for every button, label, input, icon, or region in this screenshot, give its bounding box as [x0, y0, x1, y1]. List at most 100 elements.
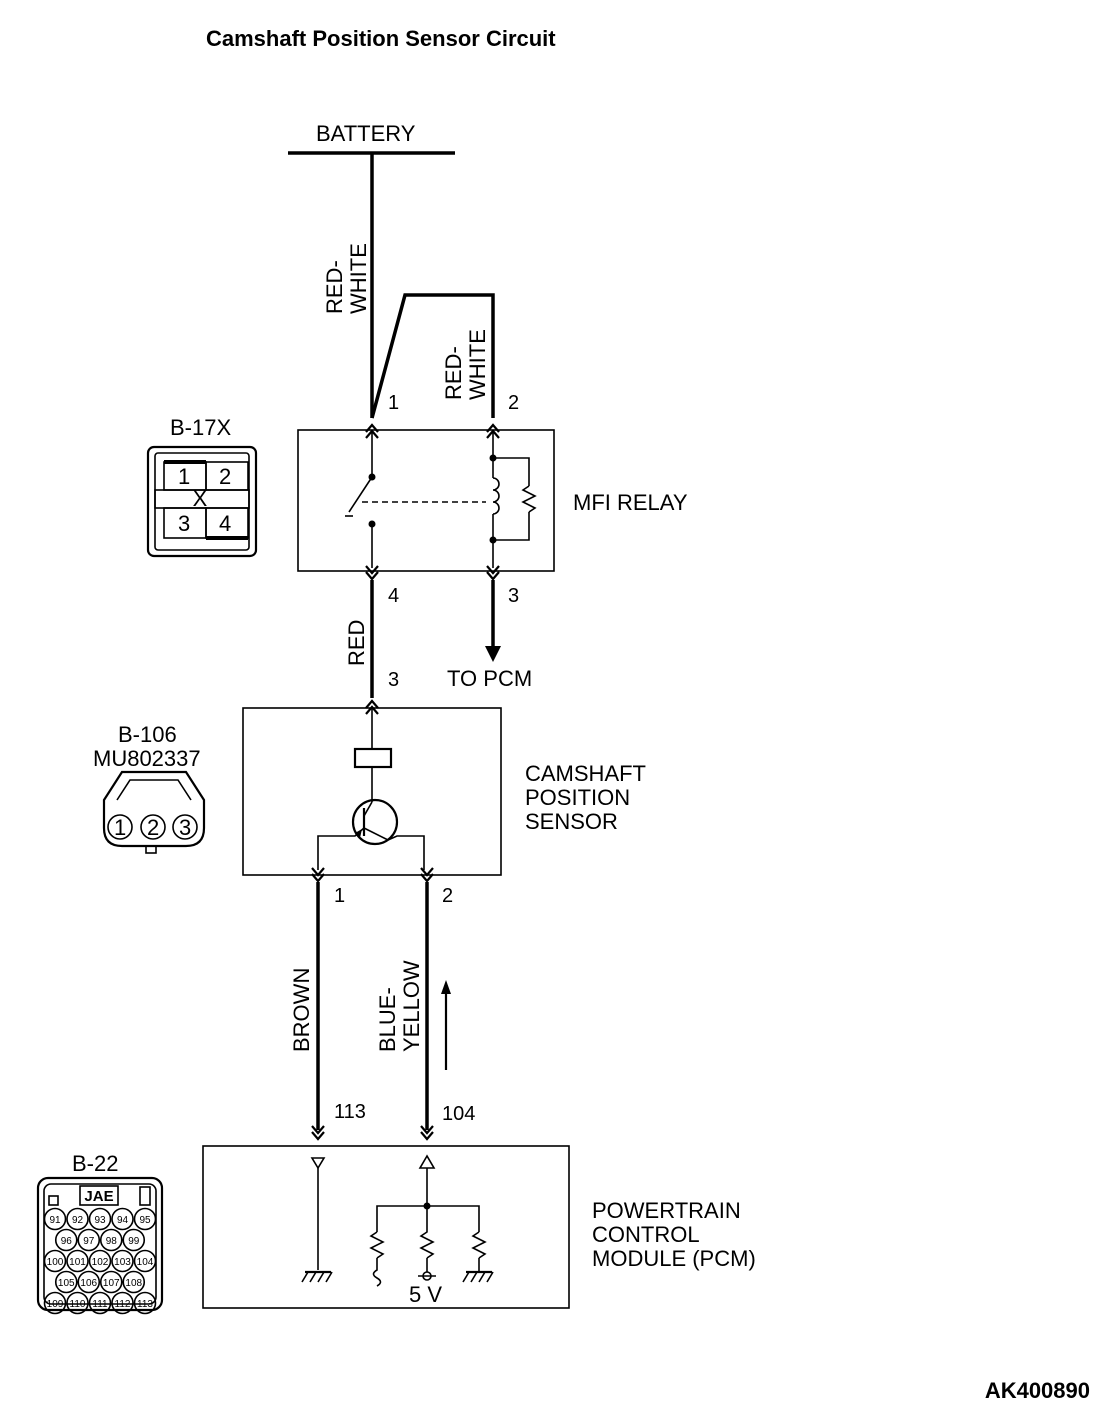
pcm-connector-pin-label: 112: [115, 1299, 131, 1310]
pcm-connector-pin-label: 96: [61, 1236, 73, 1247]
sensor-transistor: [351, 798, 399, 846]
svg-text:SENSOR: SENSOR: [525, 809, 618, 834]
relay-resistor: [521, 485, 537, 513]
pcm-box: [202, 1145, 570, 1309]
pcm-connector-pin: [111, 1291, 134, 1315]
pcm-pin-113: 113: [334, 1101, 366, 1123]
pcm-connector-pin-label: 104: [137, 1257, 154, 1268]
pcm-connector-pin: [54, 1270, 78, 1294]
pcm-connector-pin-label: 100: [47, 1257, 64, 1268]
relay-pin-1: 1: [388, 392, 399, 414]
wire-label-red: RED: [344, 620, 369, 666]
pcm-connector-pin: [133, 1291, 157, 1315]
pcm-connector-pin: [99, 1228, 123, 1252]
sensor-pin-1: 1: [334, 885, 345, 907]
pcm-connector-pin-label: 113: [137, 1299, 153, 1310]
pcm-connector-pin: [43, 1291, 67, 1315]
sensor-element: [353, 747, 393, 769]
mfi-relay-label: MFI RELAY: [573, 490, 688, 515]
pcm-connector-pin-label: 110: [70, 1299, 86, 1310]
pcm-connector-pin-label: 105: [58, 1278, 75, 1289]
svg-text:YELLOW: YELLOW: [399, 960, 424, 1052]
battery-label: BATTERY: [316, 121, 416, 146]
relay-pin-4: 4: [388, 585, 399, 607]
pcm-connector-pin: [122, 1228, 146, 1252]
diagram-code: AK400890: [985, 1378, 1090, 1403]
svg-text:POSITION: POSITION: [525, 785, 630, 810]
pcm-connector-pin-label: 99: [128, 1236, 140, 1247]
wire-label-blue-yellow: BLUE- YELLOW: [375, 960, 424, 1052]
pcm-input-104: [418, 1154, 436, 1169]
relay-connector-id: B-17X: [170, 415, 231, 440]
pcm-connector-pin: [133, 1207, 157, 1231]
to-pcm-label: TO PCM: [447, 666, 532, 691]
svg-text:1: 1: [114, 815, 126, 840]
pcm-connector-pin-label: 97: [83, 1236, 95, 1247]
pcm-connector-pin: [54, 1228, 78, 1252]
pcm-connector-pin-label: 106: [80, 1278, 97, 1289]
wire-label-red-white-2: RED- WHITE: [441, 329, 490, 400]
sensor-connector-icon: 1 2 3: [102, 770, 206, 854]
pcm-connector-pin: [133, 1249, 157, 1273]
svg-text:3: 3: [179, 815, 191, 840]
sensor-pin-3: 3: [388, 669, 399, 691]
to-pcm-arrow: [485, 646, 501, 662]
pcm-connector-pin: [111, 1249, 134, 1273]
relay-pin-2: 2: [508, 392, 519, 414]
pcm-connector-pin: [77, 1270, 101, 1294]
svg-text:POWERTRAIN: POWERTRAIN: [592, 1198, 741, 1223]
pcm-pin-104: 104: [442, 1103, 475, 1125]
relay-switch-arm: [348, 476, 373, 513]
pcm-connector-pin-label: 95: [139, 1215, 151, 1226]
svg-text:CONTROL: CONTROL: [592, 1222, 700, 1247]
wire-branch-relay-coil: [370, 293, 495, 419]
svg-text:2: 2: [147, 815, 159, 840]
pcm-connector-pin-label: 98: [106, 1236, 118, 1247]
pcm-connector-pin-label: 108: [125, 1278, 142, 1289]
svg-text:4: 4: [219, 511, 231, 536]
sensor-part-number: MU802337: [93, 746, 201, 771]
sensor-terminal-2: [419, 866, 435, 883]
pcm-signal-output: [372, 1258, 382, 1287]
pcm-connector-pin-label: 109: [47, 1299, 64, 1310]
svg-text:2: 2: [219, 464, 231, 489]
pcm-connector-pin-label: 93: [94, 1215, 106, 1226]
svg-text:RED-: RED-: [322, 260, 347, 314]
pcm-connector-pin: [77, 1228, 101, 1252]
pcm-resistor-left: [369, 1231, 385, 1259]
relay-coil: [492, 477, 500, 515]
pcm-voltage: 5 V: [409, 1282, 442, 1307]
ground-icon: [462, 1270, 494, 1283]
svg-text:JAE: JAE: [84, 1188, 113, 1205]
svg-text:BLUE-: BLUE-: [375, 987, 400, 1052]
pcm-resistor-right: [471, 1231, 487, 1259]
pcm-connector-pin: [66, 1291, 89, 1315]
pcm-connector-pin: [99, 1270, 123, 1294]
pcm-connector-pin-label: 91: [49, 1215, 61, 1226]
pcm-connector-pin: [111, 1207, 134, 1231]
pcm-connector-pin: [88, 1207, 112, 1231]
pcm-connector-pin: [66, 1207, 89, 1231]
sensor-label: CAMSHAFT POSITION SENSOR: [525, 761, 646, 834]
svg-text:CAMSHAFT: CAMSHAFT: [525, 761, 646, 786]
pcm-connector-pin-label: 111: [92, 1299, 108, 1310]
pcm-connector-pin-label: 102: [92, 1257, 109, 1268]
pcm-input-113: [310, 1157, 326, 1170]
svg-text:X: X: [193, 486, 208, 511]
svg-text:WHITE: WHITE: [346, 243, 371, 314]
pcm-resistor-pullup: [419, 1206, 435, 1259]
ground-icon: [301, 1270, 333, 1283]
pcm-connector-pin-label: 92: [72, 1215, 84, 1226]
pcm-label: POWERTRAIN CONTROL MODULE (PCM): [592, 1198, 756, 1271]
pcm-connector-id: B-22: [72, 1151, 118, 1176]
svg-text:WHITE: WHITE: [465, 329, 490, 400]
pcm-connector-pin: [43, 1249, 67, 1273]
diagram-title: Camshaft Position Sensor Circuit: [206, 26, 556, 51]
pcm-connector-pin: [43, 1207, 67, 1231]
wire-label-red-white-1: RED- WHITE: [322, 243, 371, 314]
pcm-connector-pin-label: 103: [114, 1257, 131, 1268]
wire-label-brown: BROWN: [289, 968, 314, 1052]
svg-text:3: 3: [178, 511, 190, 536]
